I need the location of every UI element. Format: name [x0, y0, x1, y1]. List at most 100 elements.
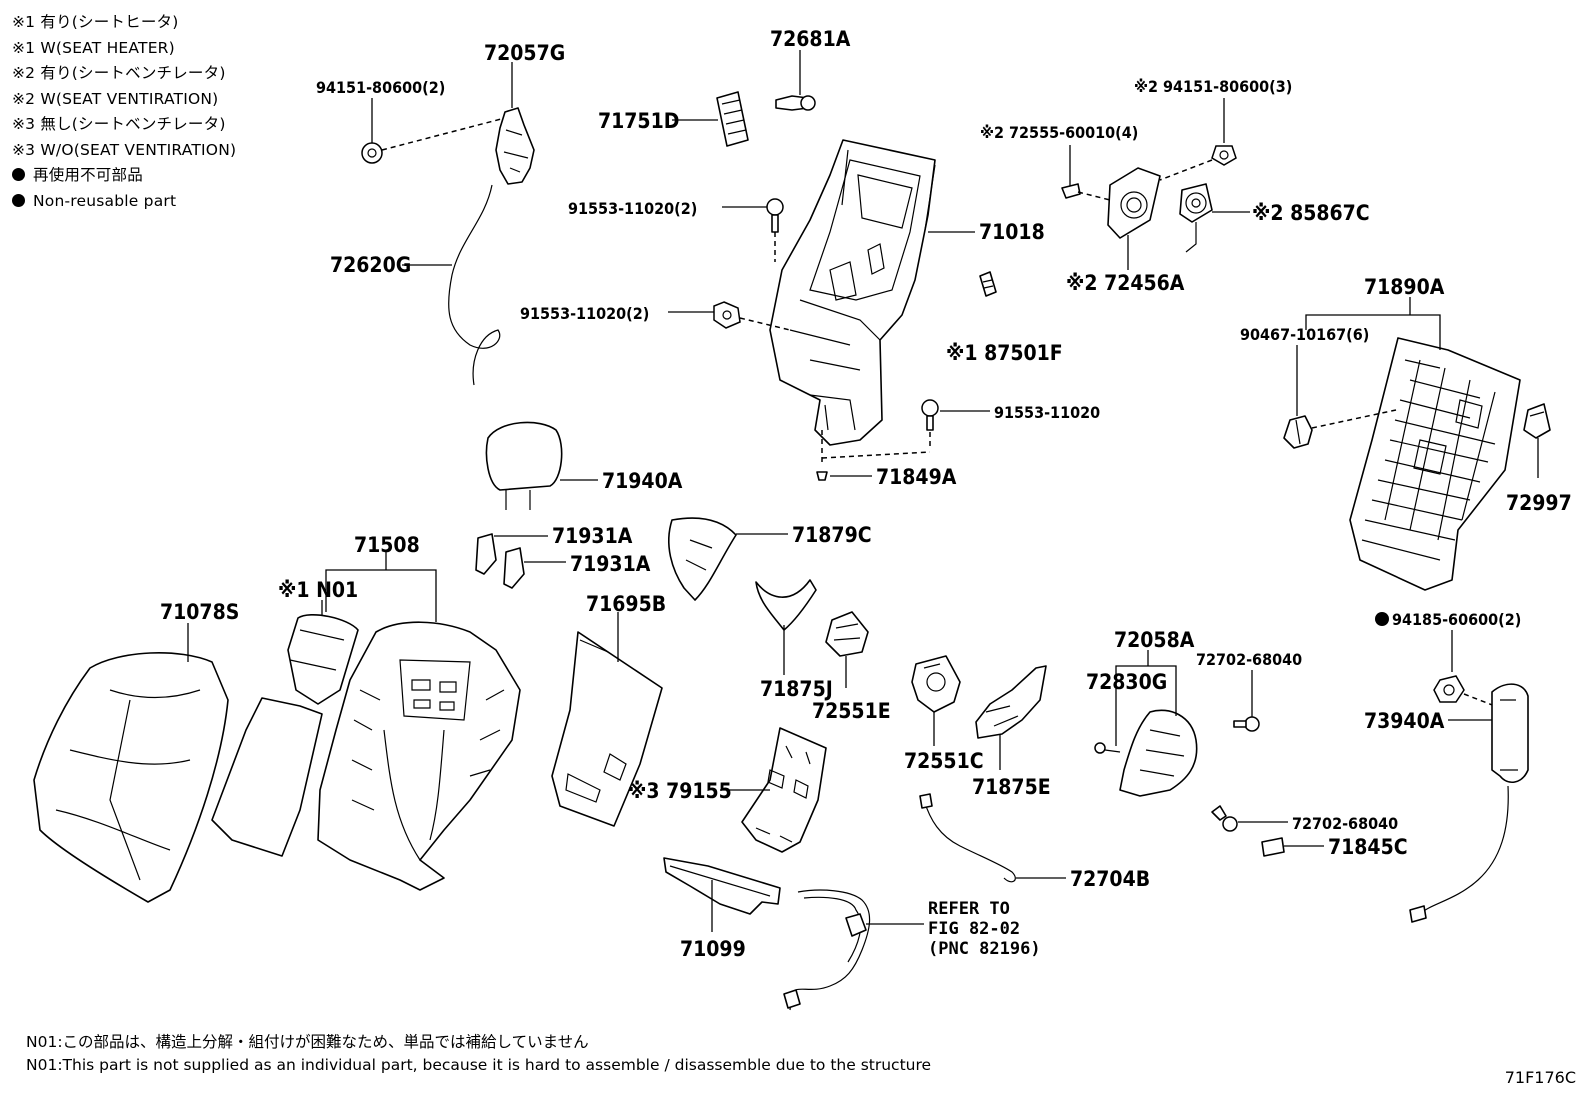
- part-72620G-cable: [402, 184, 501, 386]
- callout-72555-60010-4: ※2 72555-60010(4): [980, 123, 1138, 142]
- callout-71879C: 71879C: [792, 523, 872, 547]
- callout-72702-68040-a: 72702-68040: [1196, 650, 1302, 669]
- part-72830G-screw: [1094, 742, 1121, 754]
- part-94151-nut: [361, 98, 383, 164]
- callout-72997: 72997: [1506, 491, 1572, 515]
- part-71879C-trim: [668, 517, 788, 601]
- legend-line-5: ※3 無し(シートベンチレータ): [12, 115, 226, 133]
- callout-79155: ※3 79155: [628, 779, 732, 803]
- callout-71508: 71508: [354, 533, 420, 557]
- callout-71875J: 71875J: [760, 677, 833, 701]
- callout-94151-80600-3: ※2 94151-80600(3): [1134, 77, 1292, 96]
- part-71931A-guide-2: [503, 547, 566, 589]
- callout-71875E: 71875E: [972, 775, 1051, 799]
- callout-71018: 71018: [979, 220, 1045, 244]
- legend-line-3: ※2 有り(シートベンチレータ): [12, 64, 226, 82]
- callout-72456A: ※2 72456A: [1066, 271, 1185, 295]
- legend-non-reusable-jp: 再使用不可部品: [33, 166, 143, 184]
- callout-71931A-1: 71931A: [552, 524, 633, 548]
- part-72702-screw-a: [1233, 670, 1260, 732]
- callout-71099: 71099: [680, 937, 746, 961]
- part-71849A-clip: [816, 430, 931, 481]
- part-72997-cap: [1523, 403, 1551, 478]
- part-90467-clip: [1283, 345, 1397, 449]
- legend-line-2: ※1 W(SEAT HEATER): [12, 38, 175, 57]
- part-71018-frame: [769, 139, 975, 446]
- legend-line-8: Non-reusable part: [12, 189, 236, 215]
- callout-71845C: 71845C: [1328, 835, 1408, 859]
- legend-non-reusable-en: Non-reusable part: [33, 191, 177, 210]
- part-72551E-cover: [825, 611, 869, 688]
- legend-line-1: ※1 有り(シートヒータ): [12, 13, 179, 31]
- legend-line-6: ※3 W/O(SEAT VENTIRATION): [12, 140, 237, 159]
- part-73940A-airbag: [1409, 683, 1529, 923]
- part-71845C-cap: [1261, 837, 1324, 857]
- part-85867C-fan: [1179, 183, 1250, 253]
- part-71099-strip: [663, 857, 781, 932]
- callout-85867C: ※2 85867C: [1252, 201, 1370, 225]
- part-91553-bolt-c: [921, 399, 990, 450]
- callout-91553-11020-2-a: 91553-11020(2): [568, 199, 697, 218]
- callout-72057G: 72057G: [484, 41, 565, 65]
- callout-71078S: 71078S: [160, 600, 239, 624]
- part-79155-pad: [720, 727, 827, 853]
- part-seat-harness: [783, 889, 924, 1011]
- part-72555-clip: [1061, 145, 1111, 201]
- part-72058A-cover: [1115, 650, 1198, 797]
- note-n01-jp: N01:この部品は、構造上分解・組付けが困難なため、単品では補給していません: [26, 1033, 589, 1051]
- refer-line-2: FIG 82-02: [928, 919, 1020, 939]
- part-72681A-clip: [775, 50, 816, 111]
- refer-line-1: REFER TO: [928, 899, 1010, 919]
- part-71890A-board: [1305, 297, 1521, 591]
- callout-71940A: 71940A: [602, 469, 683, 493]
- part-71695B-panel: [551, 612, 663, 827]
- callout-94151-80600-2: 94151-80600(2): [316, 78, 445, 97]
- callout-87501F: ※1 87501F: [946, 341, 1063, 365]
- part-94185-nut: [1433, 630, 1501, 709]
- part-91553-bolt-a: [722, 198, 784, 262]
- part-71508-pad: [317, 552, 521, 891]
- part-71875E-trim: [975, 665, 1047, 770]
- part-94151-nut-3: [1159, 98, 1237, 181]
- callout-72620G: 72620G: [330, 253, 411, 277]
- callout-72681A: 72681A: [770, 27, 851, 51]
- part-91553-bolt-b: [668, 301, 791, 331]
- callout-72704B: 72704B: [1070, 867, 1150, 891]
- part-N01-heater: [211, 600, 359, 857]
- callout-72058A: 72058A: [1114, 628, 1195, 652]
- part-72704B-harness: [919, 793, 1066, 883]
- callout-73940A: 73940A: [1364, 709, 1445, 733]
- callout-71751D: 71751D: [598, 109, 679, 133]
- part-72456A-plate: [1107, 167, 1161, 270]
- part-71940A-headrest: [485, 421, 598, 510]
- figure-code: 71F176C: [1504, 1068, 1576, 1087]
- refer-line-3: (PNC 82196): [928, 939, 1041, 959]
- legend: ※1 有り(シートヒータ) ※1 W(SEAT HEATER) ※2 有り(シー…: [12, 10, 236, 214]
- callout-71890A: 71890A: [1364, 275, 1445, 299]
- callout-71849A: 71849A: [876, 465, 957, 489]
- callout-71931A-2: 71931A: [570, 552, 651, 576]
- callout-72551E: 72551E: [812, 699, 891, 723]
- legend-line-7: 再使用不可部品: [12, 163, 236, 189]
- part-72702-screw-b: [1211, 805, 1288, 832]
- note-n01-en: N01:This part is not supplied as an indi…: [26, 1056, 932, 1074]
- callout-72551C: 72551C: [904, 749, 984, 773]
- non-reusable-bullet-icon: [12, 193, 25, 207]
- callout-94185-60600-2: 94185-60600(2): [1392, 610, 1521, 629]
- callout-71695B: 71695B: [586, 592, 666, 616]
- part-71875J-trim: [755, 579, 817, 675]
- part-87501F-sensor: [979, 271, 997, 297]
- part-71931A-guide-1: [475, 533, 548, 575]
- part-71751D-pad: [672, 91, 749, 147]
- callout-90467-10167-6: 90467-10167(6): [1240, 325, 1369, 344]
- non-reusable-bullet-icon: [12, 168, 25, 181]
- callout-91553-11020-2-b: 91553-11020(2): [520, 304, 649, 323]
- part-71078S-cover: [33, 623, 229, 903]
- non-reusable-bullet-icon: [1375, 612, 1389, 626]
- part-72551C-housing: [911, 655, 961, 746]
- legend-line-4: ※2 W(SEAT VENTIRATION): [12, 89, 219, 108]
- callout-72830G: 72830G: [1086, 670, 1167, 694]
- callout-91553-11020: 91553-11020: [994, 403, 1100, 422]
- callout-N01: ※1 N01: [278, 578, 358, 602]
